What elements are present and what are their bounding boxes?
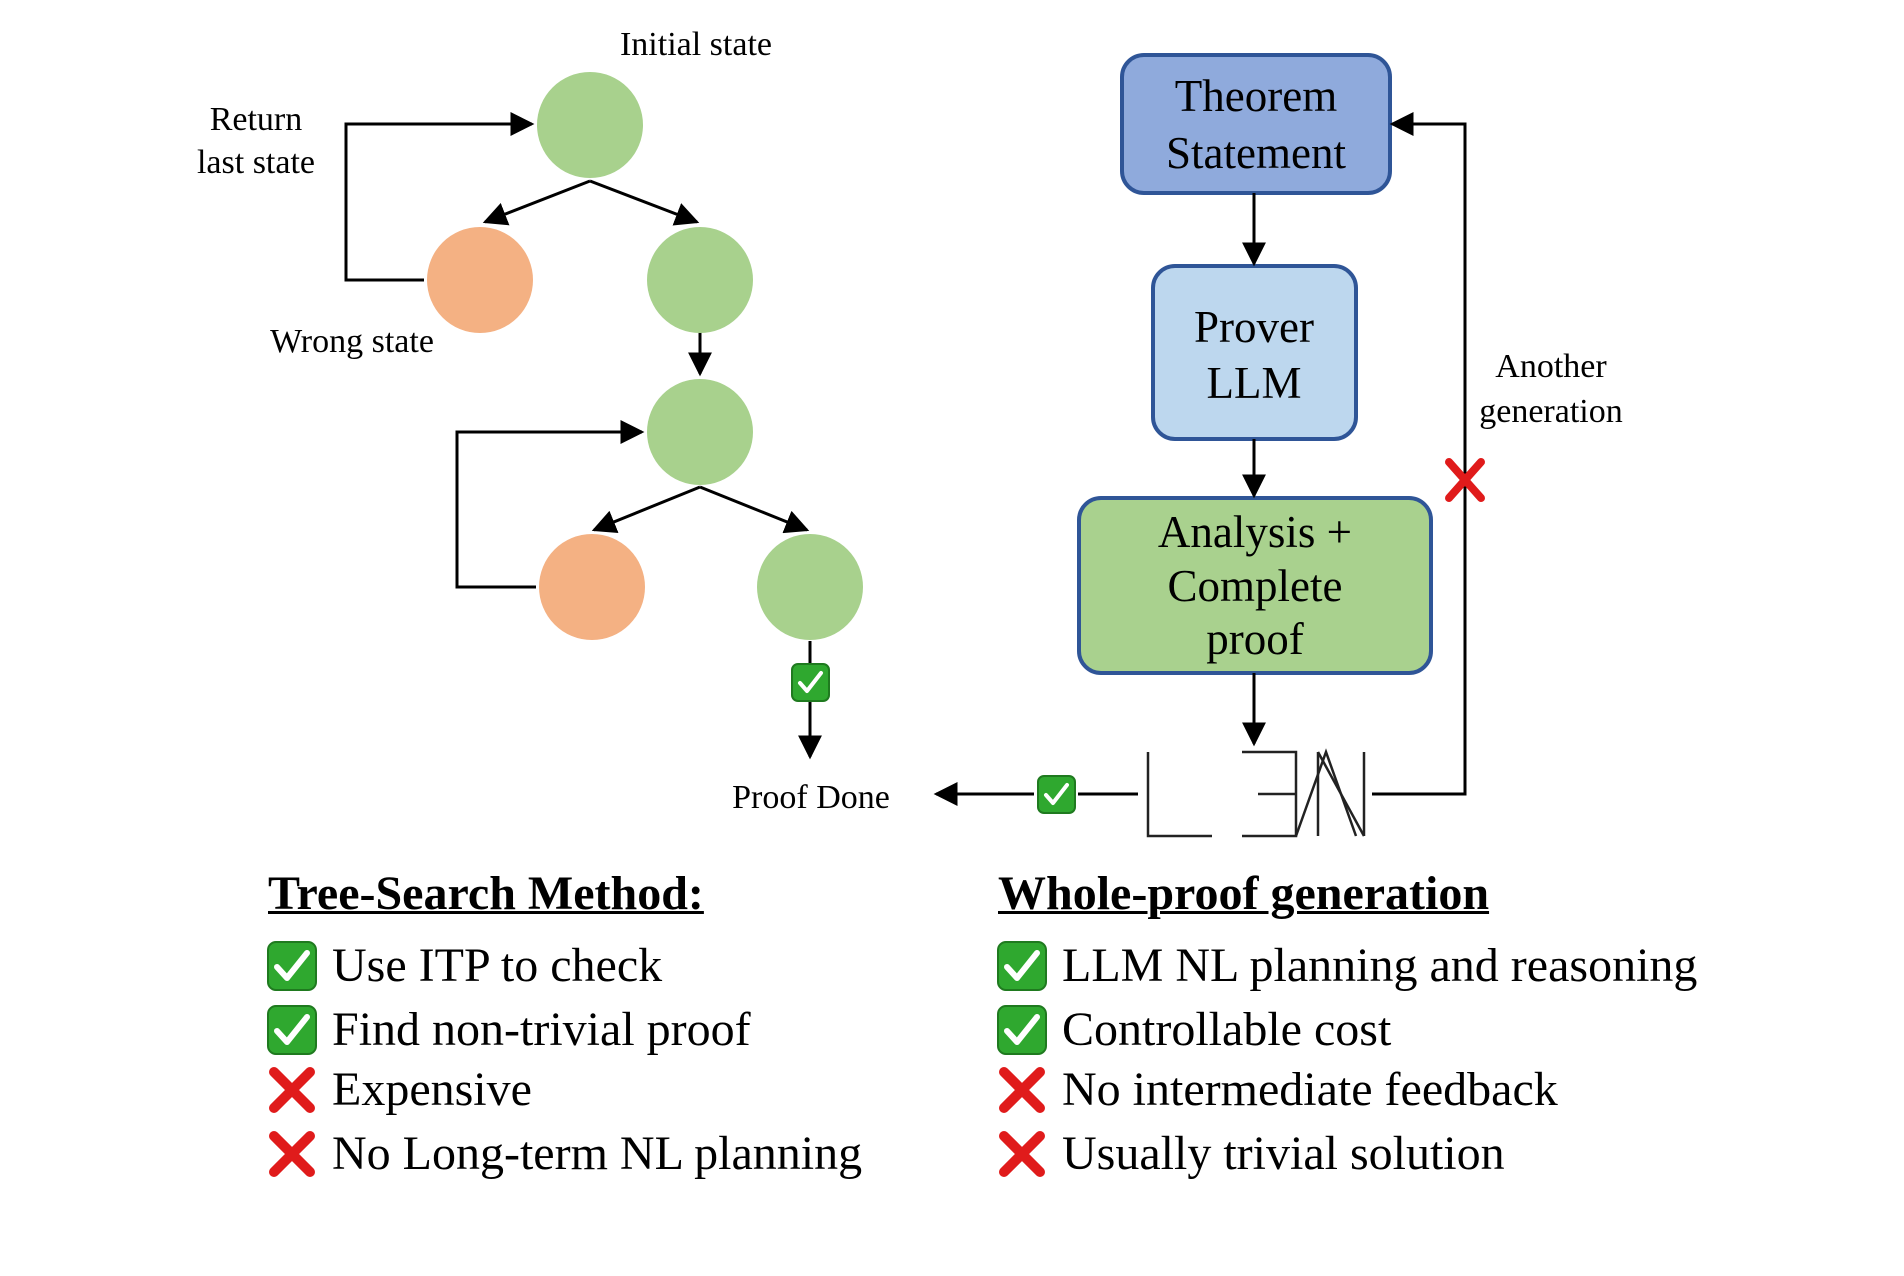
lean-logo — [1146, 748, 1366, 838]
wrong-state-label: Wrong state — [270, 323, 434, 360]
list-item: Find non-trivial proof — [266, 1002, 751, 1057]
good-state-node — [647, 227, 753, 333]
list-item: Controllable cost — [996, 1002, 1391, 1057]
check-icon — [1037, 775, 1076, 814]
tree-search-diagram: Initial state Return last state Wrong st… — [197, 26, 890, 816]
check-icon — [791, 663, 830, 702]
edge-root-to-wrong — [482, 179, 591, 226]
cross-icon — [1445, 458, 1485, 502]
prover-label-line2: LLM — [1207, 358, 1302, 408]
list-item-text: Use ITP to check — [332, 939, 663, 992]
check-icon — [267, 1004, 317, 1055]
good-state-node-2 — [757, 534, 863, 640]
edge-mid-to-wrong2 — [591, 485, 701, 534]
edge-root-to-good — [589, 179, 700, 226]
analysis-label-line3: proof — [1206, 614, 1303, 664]
wrong-state-node-2 — [539, 534, 645, 640]
list-item-text: LLM NL planning and reasoning — [1062, 939, 1698, 992]
check-icon — [997, 940, 1047, 991]
tree-search-title: Tree-Search Method: — [268, 867, 704, 920]
return-loop-top — [344, 112, 535, 282]
return-label-line1: Return — [210, 101, 303, 138]
return-loop-bottom — [455, 420, 645, 589]
proof-done-label: Proof Done — [732, 779, 890, 816]
initial-state-label: Initial state — [620, 26, 772, 63]
prover-llm-box — [1151, 264, 1358, 441]
theorem-label-line2: Statement — [1166, 128, 1346, 178]
prover-label-line1: Prover — [1194, 302, 1314, 352]
list-item-text: No Long-term NL planning — [332, 1127, 863, 1180]
cross-icon — [999, 1066, 1045, 1113]
intermediate-state-node — [647, 379, 753, 485]
analysis-label-line1: Analysis + — [1158, 507, 1352, 557]
list-item-text: Usually trivial solution — [1062, 1127, 1505, 1180]
another-generation-line1: Another — [1495, 348, 1607, 385]
check-icon — [997, 1004, 1047, 1055]
theorem-label-line1: Theorem — [1175, 71, 1337, 121]
list-item-text: Expensive — [332, 1063, 532, 1116]
list-item: No intermediate feedback — [996, 1062, 1558, 1117]
whole-proof-title: Whole-proof generation — [998, 867, 1490, 920]
whole-proof-diagram: Theorem Statement Prover LLM Analysis + … — [933, 53, 1623, 838]
list-item: Usually trivial solution — [996, 1126, 1505, 1181]
wrong-state-node — [427, 227, 533, 333]
edge-mid-to-good2 — [699, 485, 810, 534]
list-item: Use ITP to check — [266, 938, 662, 993]
cross-icon — [269, 1130, 315, 1177]
cross-icon — [269, 1066, 315, 1113]
return-label-line2: last state — [197, 144, 315, 181]
list-item-text: No intermediate feedback — [1062, 1063, 1558, 1116]
list-item: LLM NL planning and reasoning — [996, 938, 1697, 993]
analysis-label-line2: Complete — [1168, 561, 1343, 611]
initial-state-node — [537, 72, 643, 178]
list-item-text: Find non-trivial proof — [332, 1003, 751, 1056]
list-item: Expensive — [266, 1062, 532, 1117]
check-icon — [267, 940, 317, 991]
list-item: No Long-term NL planning — [266, 1126, 862, 1181]
cross-icon — [999, 1130, 1045, 1177]
arrow-another-generation — [1372, 112, 1467, 796]
another-generation-line2: generation — [1479, 393, 1623, 430]
list-item-text: Controllable cost — [1062, 1003, 1392, 1056]
